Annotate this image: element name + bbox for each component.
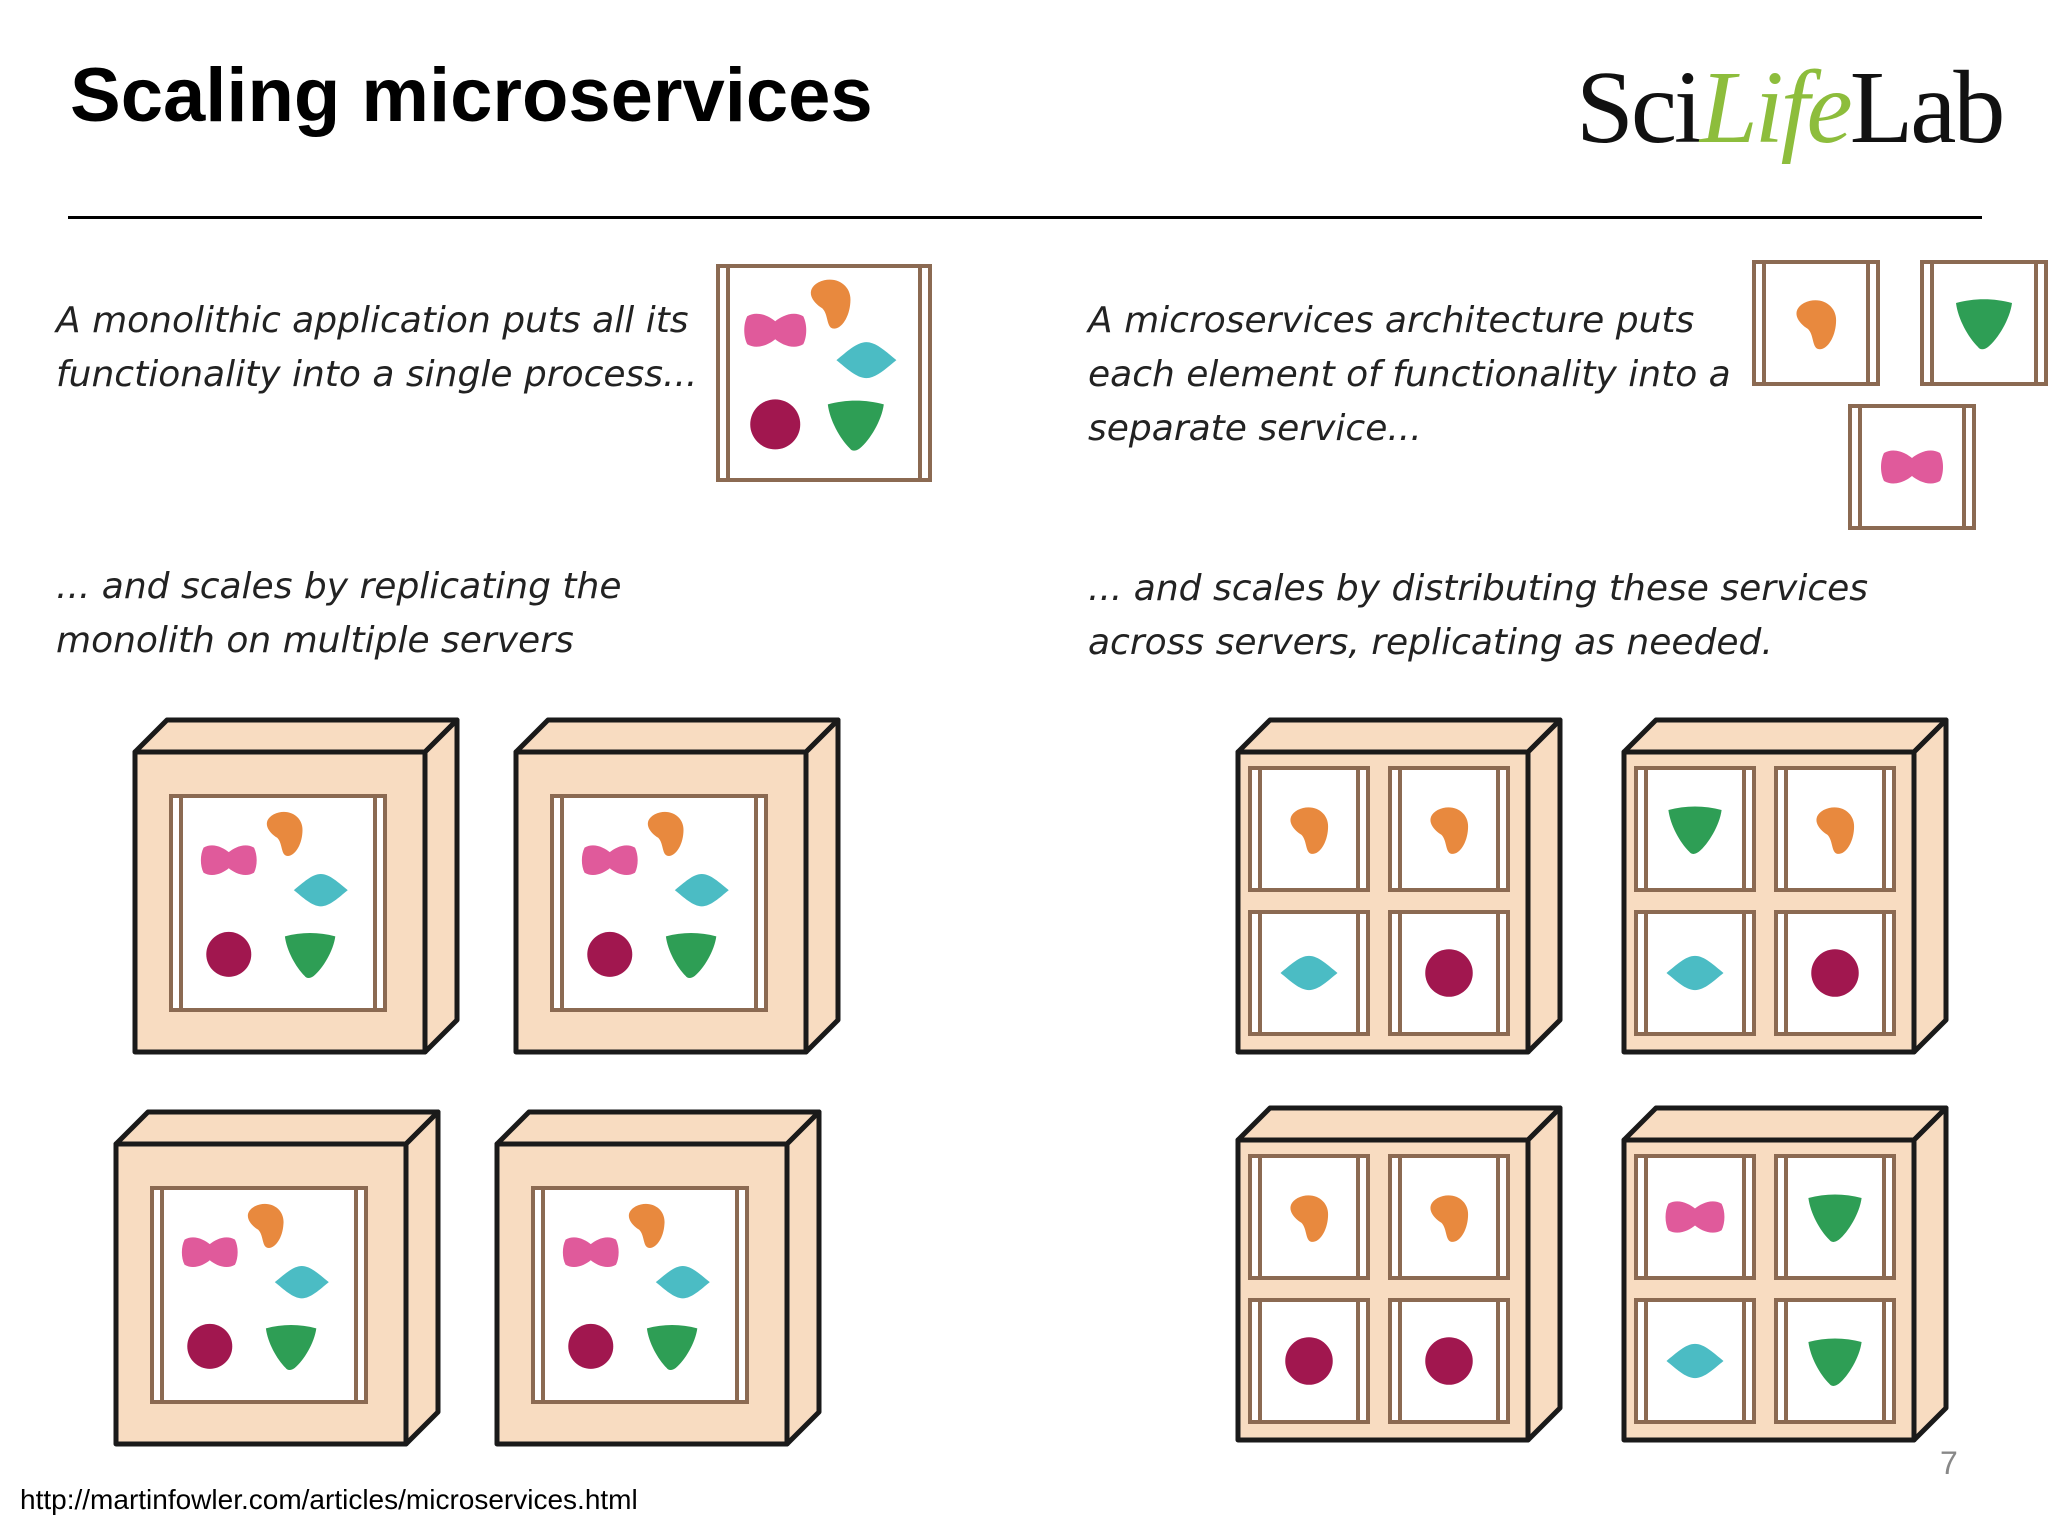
orange-blob-shape	[1290, 807, 1329, 854]
logo-part-lab: Lab	[1849, 50, 2006, 165]
maroon-circle-shape	[1425, 949, 1473, 997]
orange-blob-shape	[1430, 1195, 1469, 1242]
caption-line: A microservices architecture puts	[1088, 300, 1695, 341]
service-process	[1774, 1298, 1896, 1424]
monolith-server	[513, 717, 841, 1055]
teal-diamond-shape	[674, 873, 729, 907]
maroon-circle-shape	[568, 1323, 614, 1369]
caption-micro-intro: A microservices architecture puts each e…	[1088, 294, 1731, 456]
caption-line: across servers, replicating as needed.	[1088, 622, 1773, 663]
monolith-process	[531, 1186, 749, 1404]
service-process	[1248, 1154, 1370, 1280]
caption-line: ... and scales by replicating the	[56, 566, 622, 607]
green-triangle-shape	[1808, 1194, 1862, 1242]
page-number: 7	[1940, 1445, 1958, 1481]
orange-blob-shape	[266, 811, 303, 856]
maroon-circle-shape	[750, 399, 801, 450]
micro-server	[1621, 717, 1949, 1055]
caption-line: separate service...	[1088, 408, 1422, 449]
service-process	[1774, 1154, 1896, 1280]
monolith-server	[494, 1109, 822, 1447]
teal-diamond-shape	[274, 1265, 329, 1299]
service-process	[1634, 766, 1756, 892]
orange-blob-shape	[628, 1203, 665, 1248]
green-triangle-shape	[827, 400, 884, 451]
maroon-circle-shape	[187, 1323, 233, 1369]
green-triangle-shape	[1668, 806, 1722, 854]
pink-bowtie-shape	[562, 1237, 619, 1268]
orange-blob-shape	[1430, 807, 1469, 854]
orange-blob-shape	[1796, 300, 1837, 350]
caption-line: ... and scales by distributing these ser…	[1088, 568, 1869, 609]
service-process	[1248, 766, 1370, 892]
orange-blob-shape	[247, 1203, 284, 1248]
teal-diamond-shape	[293, 873, 348, 907]
monolith-process	[550, 794, 768, 1012]
service-process	[1388, 1298, 1510, 1424]
caption-line: monolith on multiple servers	[56, 620, 574, 661]
pink-bowtie-shape	[1881, 450, 1943, 484]
green-triangle-shape	[1956, 299, 2012, 350]
green-triangle-shape	[284, 932, 336, 978]
service-process	[1774, 766, 1896, 892]
teal-diamond-shape	[1666, 1343, 1724, 1379]
service-process	[1388, 766, 1510, 892]
teal-diamond-shape	[836, 342, 897, 379]
pink-bowtie-shape	[744, 313, 807, 347]
maroon-circle-shape	[1285, 1337, 1333, 1385]
orange-blob-shape	[647, 811, 684, 856]
micro-server	[1235, 717, 1563, 1055]
micro-server	[1621, 1105, 1949, 1443]
teal-diamond-shape	[655, 1265, 710, 1299]
teal-diamond-shape	[1666, 955, 1724, 991]
service-process	[1634, 1298, 1756, 1424]
maroon-circle-shape	[587, 931, 633, 977]
service-process	[1634, 910, 1756, 1036]
pink-bowtie-shape	[200, 845, 257, 876]
caption-line: functionality into a single process...	[56, 354, 698, 395]
service-process	[1774, 910, 1896, 1036]
scilifelab-logo: SciLifeLab	[1576, 48, 2006, 168]
monolith-process	[150, 1186, 368, 1404]
pink-bowtie-shape	[181, 1237, 238, 1268]
service-process	[1248, 910, 1370, 1036]
logo-part-sci: Sci	[1576, 50, 1703, 165]
service-process	[1248, 1298, 1370, 1424]
caption-line: A monolithic application puts all its	[56, 300, 689, 341]
maroon-circle-shape	[1425, 1337, 1473, 1385]
caption-micro-scale: ... and scales by distributing these ser…	[1088, 562, 1868, 670]
slide-title: Scaling microservices	[70, 53, 873, 138]
service-process	[1388, 1154, 1510, 1280]
green-triangle-shape	[665, 932, 717, 978]
source-url: http://martinfowler.com/articles/microse…	[20, 1484, 638, 1515]
maroon-circle-shape	[1811, 949, 1859, 997]
logo-part-life: Life	[1699, 50, 1853, 165]
caption-monolith-scale: ... and scales by replicating the monoli…	[56, 560, 621, 668]
service-process	[1848, 404, 1976, 530]
orange-blob-shape	[1816, 807, 1855, 854]
title-divider	[68, 216, 1982, 219]
monolith-process	[716, 264, 932, 482]
monolith-server	[132, 717, 460, 1055]
orange-blob-shape	[1290, 1195, 1329, 1242]
monolith-process	[169, 794, 387, 1012]
orange-blob-shape	[810, 279, 851, 329]
service-process	[1388, 910, 1510, 1036]
green-triangle-shape	[646, 1324, 698, 1370]
service-process	[1634, 1154, 1756, 1280]
service-process	[1920, 260, 2048, 386]
maroon-circle-shape	[206, 931, 252, 977]
service-process	[1752, 260, 1880, 386]
caption-monolith-intro: A monolithic application puts all its fu…	[56, 294, 697, 402]
pink-bowtie-shape	[1665, 1201, 1725, 1233]
green-triangle-shape	[1808, 1338, 1862, 1386]
pink-bowtie-shape	[581, 845, 638, 876]
monolith-server	[113, 1109, 441, 1447]
caption-line: each element of functionality into a	[1088, 354, 1731, 395]
micro-server	[1235, 1105, 1563, 1443]
green-triangle-shape	[265, 1324, 317, 1370]
teal-diamond-shape	[1280, 955, 1338, 991]
